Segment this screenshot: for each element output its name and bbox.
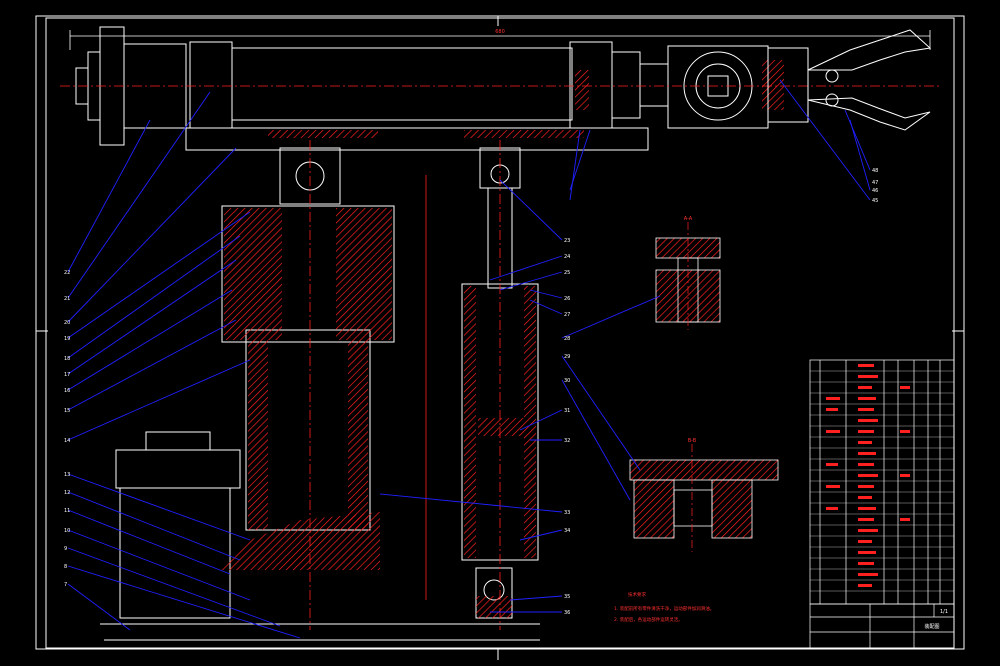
piston-hatch	[478, 418, 524, 436]
part-number: 9	[64, 546, 67, 552]
part-number: 8	[64, 564, 67, 570]
part-number: 33	[564, 510, 570, 516]
part-number: 18	[64, 356, 70, 362]
part-number: 20	[64, 320, 70, 326]
leader-lines-right	[379, 79, 871, 613]
arm-rail-hatch-right	[464, 130, 584, 138]
part-number: 34	[564, 528, 570, 534]
section-detail-a: A-A	[655, 216, 721, 330]
sheet-number: 1/1	[940, 609, 948, 615]
part-number: 23	[564, 238, 570, 244]
part-number: 45	[872, 198, 878, 204]
part-number: 26	[564, 296, 570, 302]
cylinder-wall-right-hatch	[524, 286, 536, 558]
part-number: 47	[872, 180, 878, 186]
gripper-part-numbers: 48 47 46 45	[872, 168, 878, 204]
part-number: 14	[64, 438, 70, 444]
part-number: 7	[64, 582, 67, 588]
section-b-label: B-B	[688, 438, 697, 444]
title-block-title: 装配图	[924, 623, 939, 630]
title-block	[809, 603, 955, 649]
tech-requirement-2: 2. 装配后，各运动部件运转灵活。	[614, 616, 683, 623]
part-number: 16	[64, 388, 70, 394]
part-number: 17	[64, 372, 70, 378]
part-number: 35	[564, 594, 570, 600]
part-number: 48	[872, 168, 878, 174]
part-number: 15	[64, 408, 70, 414]
part-number: 30	[564, 378, 570, 384]
part-number: 19	[64, 336, 70, 342]
part-number: 31	[564, 408, 570, 414]
part-number: 11	[64, 508, 70, 514]
top-dimension-label: 680	[495, 29, 505, 35]
gripper	[767, 29, 932, 131]
part-number: 27	[564, 312, 570, 318]
technical-requirements: 技术要求 1. 装配前所有零件清洗干净，运动部件加润滑油。 2. 装配后，各运动…	[614, 591, 714, 623]
part-number: 24	[564, 254, 570, 260]
cylinder-wall-left-hatch	[464, 286, 476, 558]
parts-list-table	[809, 359, 955, 605]
part-number: 25	[564, 270, 570, 276]
part-numbers-left: 22 21 20 19 18 17 16 15 14 13 12 11 10 9…	[64, 270, 70, 588]
tech-requirements-title: 技术要求	[628, 591, 646, 598]
section-a-label: A-A	[684, 216, 693, 222]
section-detail-b: B-B	[629, 438, 779, 552]
base-hatch	[220, 512, 380, 570]
part-number: 12	[64, 490, 70, 496]
part-number: 46	[872, 188, 878, 194]
part-number: 36	[564, 610, 570, 616]
column-lower-left-hatch	[248, 340, 268, 530]
cylinder-base-hatch	[476, 596, 512, 618]
part-number: 22	[64, 270, 70, 276]
column-lower-right-hatch	[348, 340, 368, 530]
wrist-hatch	[762, 60, 784, 110]
parts-list-rows	[810, 370, 954, 592]
column-left-hatch	[224, 208, 282, 340]
part-number: 28	[564, 336, 570, 342]
part-number: 10	[64, 528, 70, 534]
column-assembly	[100, 140, 540, 641]
part-numbers-right: 23 24 25 26 27 28 29 30 31 32 33 34 35 3…	[564, 238, 570, 616]
top-dimension: 680	[69, 29, 931, 50]
part-number: 21	[64, 296, 70, 302]
arm-clamp-hatch	[575, 70, 589, 110]
parts-list-entries	[826, 364, 910, 587]
horizontal-arm	[60, 26, 940, 151]
leader-lines-left	[67, 91, 301, 639]
inner-frame	[45, 17, 955, 649]
part-number: 13	[64, 472, 70, 478]
part-number: 29	[564, 354, 570, 360]
lift-cylinder	[461, 140, 539, 630]
tech-requirement-1: 1. 装配前所有零件清洗干净，运动部件加润滑油。	[614, 605, 714, 612]
column-right-hatch	[336, 208, 392, 340]
part-number: 32	[564, 438, 570, 444]
arm-rail-hatch-left	[268, 130, 378, 138]
